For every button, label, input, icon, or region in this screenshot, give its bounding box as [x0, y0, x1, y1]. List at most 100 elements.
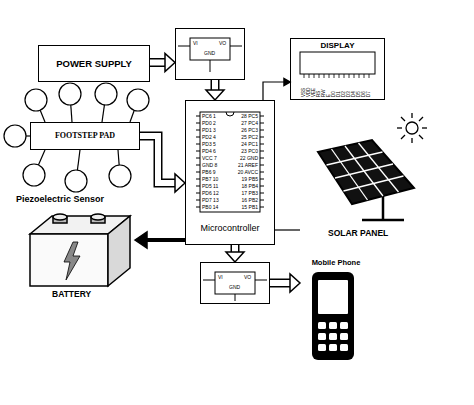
regulator-chip: [178, 38, 242, 72]
connector: [226, 245, 244, 262]
phone-key: [340, 333, 348, 340]
grid-line: [335, 164, 393, 178]
pin-name: PC6 1: [202, 113, 216, 119]
pin-name: 25 PC2: [231, 134, 258, 140]
phone-key: [318, 344, 326, 351]
piezo-disc: [4, 125, 26, 147]
piezo-disc: [59, 83, 81, 105]
pin-stub: [178, 46, 190, 47]
battery: BATTERY: [20, 205, 135, 307]
piezo-disc: [65, 170, 87, 192]
connector: [275, 230, 300, 231]
arrow-body: [150, 60, 165, 66]
pin-stub: [203, 280, 215, 281]
pin-name: 22 GND: [231, 155, 258, 161]
pin-name: PB6 9: [202, 169, 216, 175]
node-text: VO: [219, 40, 226, 46]
phone-key: [329, 322, 337, 329]
arrow-outline: [231, 245, 240, 252]
connector: [263, 79, 290, 101]
sun-ray: [397, 127, 402, 128]
panel-base: [362, 219, 404, 222]
arrowhead: [226, 252, 244, 262]
sun: [406, 122, 418, 134]
battery-picture: [30, 214, 130, 286]
lightning-symbol: [64, 242, 80, 280]
pin-name: GND 8: [202, 162, 217, 168]
pin-name: PD3 5: [202, 141, 216, 147]
pin-name: 28 PC5: [231, 113, 258, 119]
chip-body: [200, 112, 260, 212]
piezo-disc: [95, 83, 117, 105]
arrowhead: [290, 274, 300, 292]
pin-name: PD7 13: [202, 197, 219, 203]
node-text: VO: [244, 274, 251, 280]
connector: [150, 54, 175, 72]
pin-name: 17 PB3: [231, 190, 258, 196]
chip-body: [215, 272, 255, 294]
lcd-pin-name: D2: [342, 91, 347, 97]
mobile-phone: Mobile Phone: [300, 258, 372, 363]
arrow-outline: [270, 279, 290, 288]
regulator-module: VIVOGND: [200, 262, 270, 304]
battery-terminal: [91, 214, 105, 220]
pin-name: 21 AREF: [231, 162, 258, 168]
pin-name: 23 PC0: [231, 148, 258, 154]
piezo-sensors: [4, 83, 149, 192]
battery-front: [30, 234, 108, 286]
connector: [270, 274, 300, 292]
lcd-pin-name: D3: [347, 91, 352, 97]
pin-name: PD6 12: [202, 190, 219, 196]
phone-keys: [318, 322, 348, 351]
regulator-chip: [203, 272, 267, 301]
phone-screen: [318, 280, 348, 314]
lcd-pin-name: E: [327, 94, 332, 97]
node-text: Mobile Phone: [300, 258, 372, 267]
battery-terminal: [53, 214, 67, 220]
power-supply-box: POWER SUPPLY: [38, 45, 150, 82]
microcontroller-board: Microcontroller: [185, 100, 275, 245]
phone-key: [340, 322, 348, 329]
arrowhead: [135, 232, 147, 248]
lcd-module: [300, 52, 375, 78]
pin-name: PD4 6: [202, 148, 216, 154]
pin-stub: [210, 60, 211, 72]
lcd-pin-name: D6: [362, 91, 367, 97]
lcd-pin-name: D5: [357, 91, 362, 97]
pin-name: 15 PB1: [231, 204, 258, 210]
pin-row: [260, 112, 264, 210]
arrow-body: [270, 280, 290, 286]
sun-ray: [419, 135, 423, 139]
piezo-disc: [109, 165, 131, 187]
arrow-body: [140, 136, 175, 183]
pin-name: 20 AVCC: [231, 169, 258, 175]
arrow-outline: [211, 80, 220, 90]
phone-key: [329, 344, 337, 351]
pin-name: PB7 10: [202, 176, 218, 182]
node-text: VI: [193, 40, 198, 46]
arrow-body: [212, 80, 218, 90]
pin-name: VCC 7: [202, 155, 217, 161]
battery-side: [108, 216, 130, 286]
connector: [140, 136, 185, 192]
node-text: GND: [204, 50, 215, 56]
phone-picture: [312, 272, 354, 360]
regulator-module: VI VO GND: [175, 28, 245, 80]
node-text: FOOTSTEP PAD: [31, 131, 139, 141]
pin-stub: [255, 280, 267, 281]
connector: [206, 80, 224, 100]
piezo-disc: [127, 89, 149, 111]
phone-key: [318, 322, 326, 329]
pin-name: PD0 2: [202, 120, 216, 126]
piezo-disc: [23, 164, 45, 186]
pin-name: 27 PC4: [231, 120, 258, 126]
lcd-pin-name: VSS: [302, 88, 307, 97]
solar-panel: SOLAR PANEL: [300, 118, 440, 240]
pin-row: [196, 112, 200, 210]
phone-key: [318, 333, 326, 340]
phone-body: [312, 272, 354, 360]
lcd-pin-name: VDD: [307, 87, 312, 97]
lcd-pin-name: D7: [367, 91, 372, 97]
sun-ray: [411, 138, 412, 143]
